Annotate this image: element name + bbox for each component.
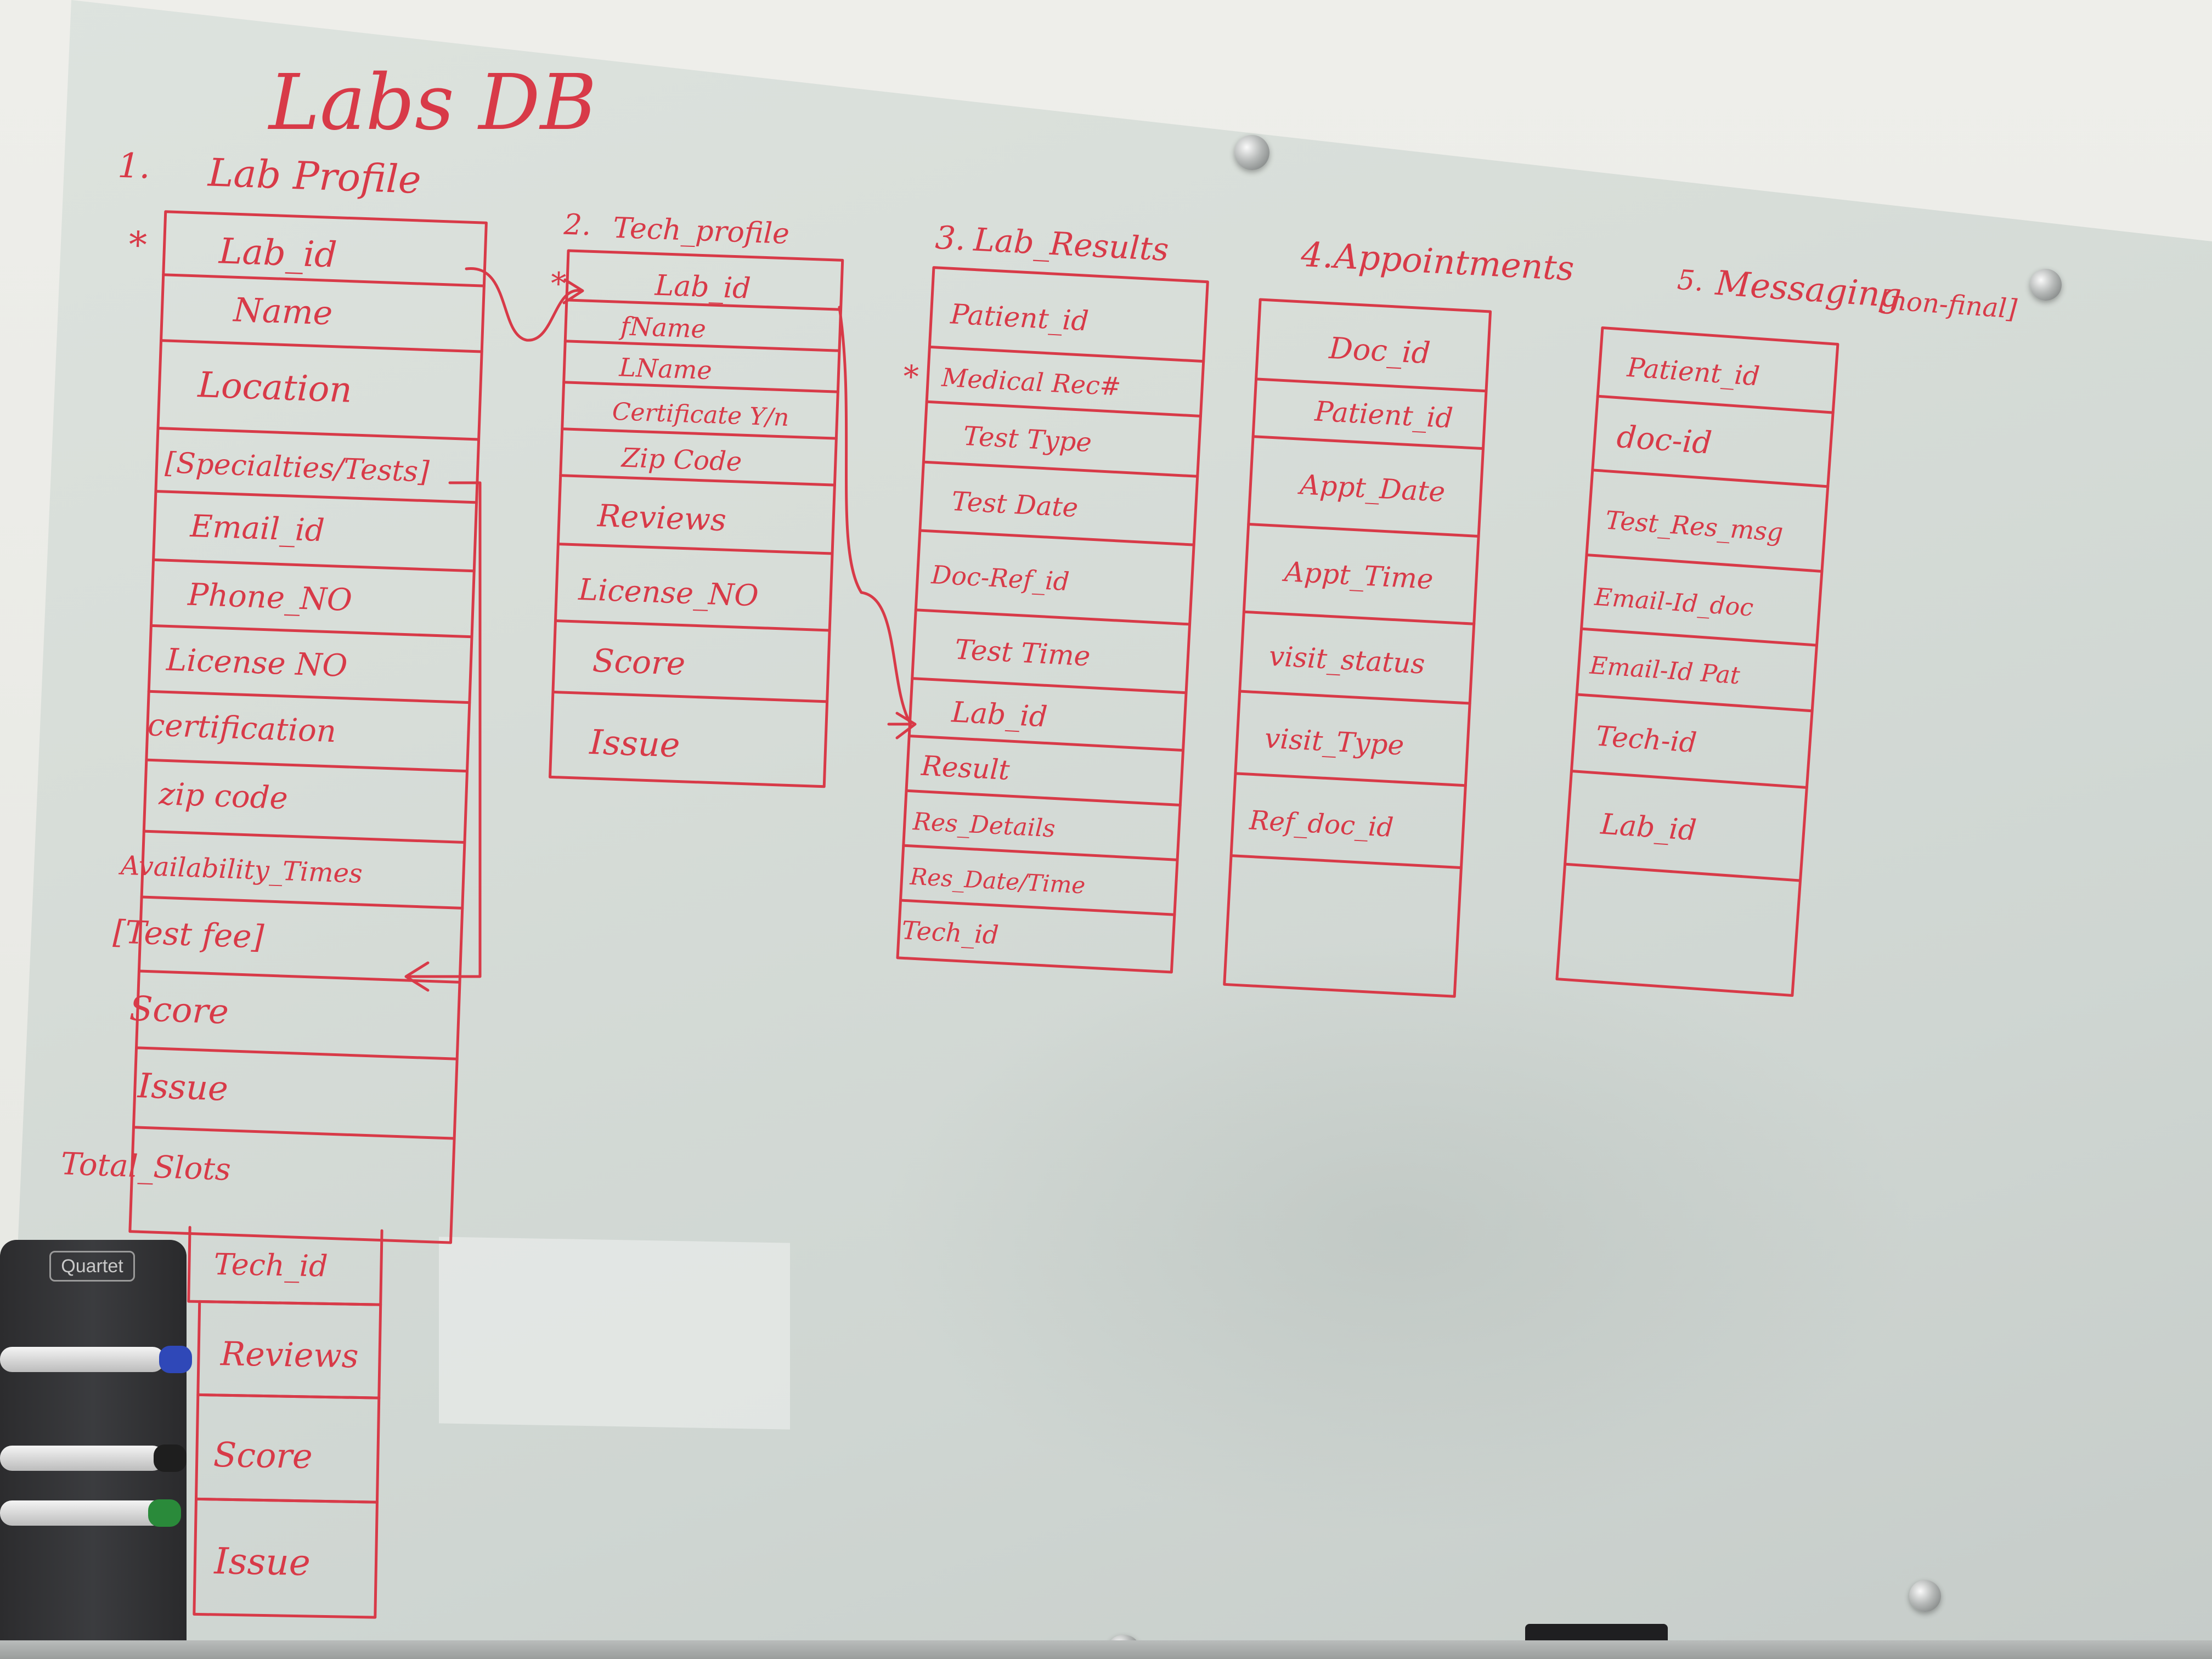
mount-standoff xyxy=(2030,269,2062,301)
table-field: Score xyxy=(129,988,229,1031)
primary-key-marker: * xyxy=(550,266,567,302)
table-field: [Test fee] xyxy=(112,913,265,956)
table-field: Phone_NO xyxy=(187,577,353,618)
table-field: Total_Slots xyxy=(60,1146,232,1188)
board-ledge xyxy=(0,1640,2212,1659)
primary-key-marker: * xyxy=(902,359,919,395)
table-title: Appointments xyxy=(1330,236,1576,289)
relation-arrow-specialties-to-testfee xyxy=(407,481,482,978)
table-lab-results-box xyxy=(896,266,1209,974)
table-field: Res_Date/Time xyxy=(909,863,1086,899)
table-field: Doc_id xyxy=(1328,331,1431,371)
table-field: Availability_Times xyxy=(118,850,363,889)
table-field: License NO xyxy=(165,642,348,684)
table-field: Score xyxy=(213,1435,313,1476)
board-title: Labs DB xyxy=(267,58,597,148)
relation-arrow-labid-to-tech xyxy=(465,267,583,342)
table-field: zip code xyxy=(158,776,289,816)
table-field: License_NO xyxy=(577,572,759,613)
table-field: Lab_id xyxy=(1599,808,1698,847)
relation-arrow-tech-to-results xyxy=(838,306,912,726)
relation-arrowhead xyxy=(404,961,430,992)
table-field: Issue xyxy=(589,722,681,765)
table-number: 1. xyxy=(117,145,151,187)
table-field: Issue xyxy=(137,1065,229,1109)
table-field: Email-Id_doc xyxy=(1593,583,1754,622)
table-field: Lab_id xyxy=(218,231,338,275)
table-field: Test Date xyxy=(951,486,1079,523)
table-field: Res_Details xyxy=(912,808,1056,843)
table-field: Doc-Ref_id xyxy=(930,560,1070,596)
mount-standoff xyxy=(1909,1580,1941,1612)
table-field: Tech_id xyxy=(901,915,999,950)
table-number: 5. xyxy=(1676,264,1705,297)
table-field: Result xyxy=(920,750,1011,786)
table-field: doc-id xyxy=(1616,419,1713,461)
table-tech-profile-box xyxy=(549,249,844,788)
table-field: Score xyxy=(592,642,686,682)
table-field: Tech-id xyxy=(1595,720,1698,759)
table-messaging-box xyxy=(1555,326,1839,997)
table-field: LName xyxy=(618,352,713,385)
table-field: Reviews xyxy=(220,1335,359,1375)
table-title: Lab Profile xyxy=(206,150,422,202)
table-field: [Specialties/Tests] xyxy=(165,447,430,489)
table-field: Ref_doc_id xyxy=(1248,805,1394,843)
table-field: Name xyxy=(232,291,333,332)
table-field: fName xyxy=(618,311,706,344)
table-number: 3. xyxy=(934,219,967,258)
table-field: Tech_id xyxy=(213,1247,328,1284)
relation-arrowhead xyxy=(895,712,917,740)
table-field: Test Time xyxy=(954,634,1091,673)
green-marker[interactable] xyxy=(0,1499,187,1527)
table-lab-profile-extension-box xyxy=(187,1226,383,1619)
table-field: Appt_Time xyxy=(1282,556,1434,595)
table-field: Test Type xyxy=(963,421,1093,458)
table-field: certification xyxy=(147,707,337,749)
table-number: 2. xyxy=(563,208,592,242)
blue-marker[interactable] xyxy=(0,1346,192,1373)
table-field: Issue xyxy=(213,1540,311,1584)
table-field: Patient_id xyxy=(1313,395,1454,434)
mount-standoff xyxy=(1234,135,1269,170)
primary-key-marker: * xyxy=(128,223,148,266)
table-field: Appt_Date xyxy=(1297,469,1446,508)
table-field: Zip Code xyxy=(620,442,742,477)
table-field: Lab_id xyxy=(950,696,1048,733)
table-title: Lab_Results xyxy=(972,221,1170,268)
table-field: Reviews xyxy=(596,498,727,538)
table-field: Patient_id xyxy=(1626,352,1760,392)
tray-brand-label: Quartet xyxy=(49,1251,135,1282)
table-field: visit_status xyxy=(1268,640,1426,680)
table-field: Medical Rec# xyxy=(940,363,1122,402)
table-field: Lab_id xyxy=(654,269,752,305)
table-note: [non-final] xyxy=(1878,285,2018,325)
table-appointments-box xyxy=(1223,298,1492,998)
table-field: Email_id xyxy=(189,509,325,549)
glass-reflection-shadow xyxy=(878,933,1920,1536)
table-field: Patient_id xyxy=(949,298,1090,337)
black-marker[interactable] xyxy=(0,1444,187,1472)
table-field: Certificate Y/n xyxy=(612,398,789,432)
table-title: Messaging xyxy=(1714,263,1903,316)
table-field: Test_Res_msg xyxy=(1605,505,1785,548)
table-lab-profile-box xyxy=(128,210,488,1244)
table-number: 4. xyxy=(1300,234,1335,276)
table-field: Location xyxy=(196,365,352,411)
table-title: Tech_profile xyxy=(612,212,789,251)
table-field: visit_Type xyxy=(1264,723,1405,761)
table-field: Email-Id Pat xyxy=(1588,651,1741,690)
